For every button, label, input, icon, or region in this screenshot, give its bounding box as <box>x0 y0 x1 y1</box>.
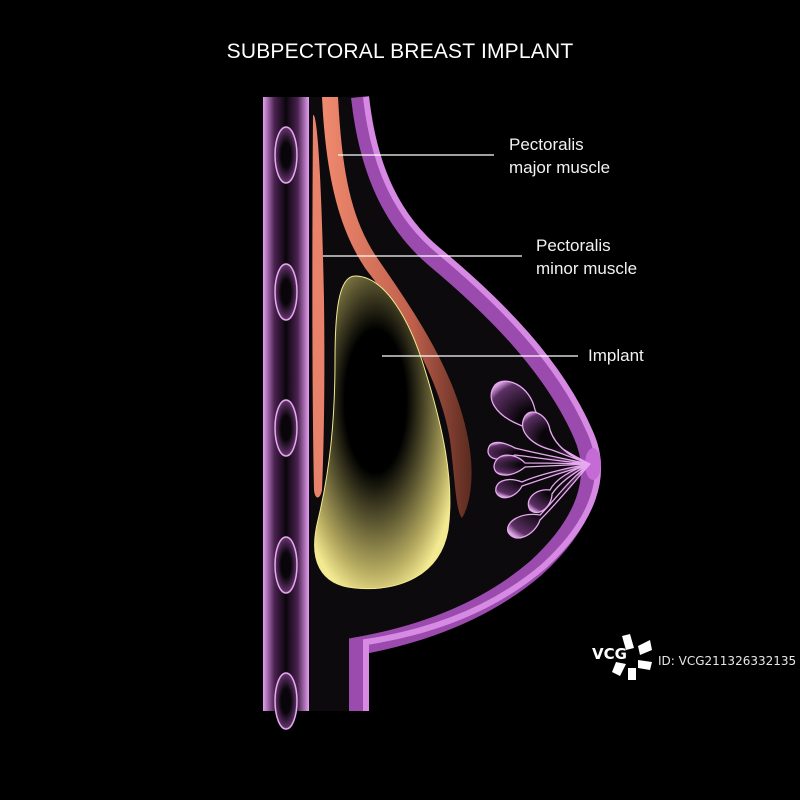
watermark-brand: VCG <box>592 645 627 663</box>
vcg-logo-icon <box>612 634 652 680</box>
implant <box>314 275 451 590</box>
label-pectoralis-major-line2: major muscle <box>509 158 611 177</box>
pectoralis-minor <box>312 114 325 498</box>
label-pectoralis-minor-line1: Pectoralis <box>536 236 611 255</box>
mammary-glands <box>487 380 591 539</box>
diagram-title: SUBPECTORAL BREAST IMPLANT <box>226 40 574 63</box>
rib-cross-sections <box>274 126 298 730</box>
watermark-id: ID: VCG211326332135 <box>658 654 797 668</box>
label-pectoralis-minor: Pectoralis minor muscle <box>536 234 637 280</box>
nipple <box>585 448 601 480</box>
label-pectoralis-major: Pectoralis major muscle <box>509 133 610 179</box>
label-implant: Implant <box>588 346 644 365</box>
label-pectoralis-major-line1: Pectoralis <box>509 135 584 154</box>
label-pectoralis-minor-line2: minor muscle <box>536 259 638 278</box>
